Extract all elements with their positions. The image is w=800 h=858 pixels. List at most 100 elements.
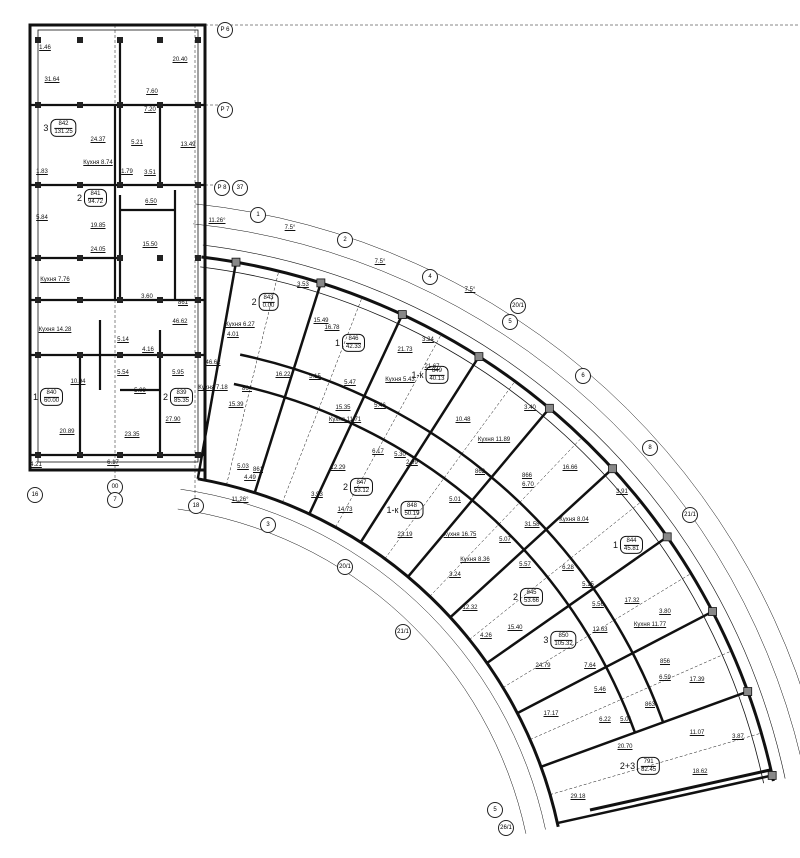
column [77,37,83,43]
grid-axis-marker: 2 [337,232,353,248]
room-area-label: 14.73 [337,507,353,513]
room-area-label: 2.99 [406,460,418,466]
room-area-label: 24.79 [535,663,551,669]
room-area-label: 4.21 [30,462,42,468]
room-area-label: Кухня 7.18 [198,385,228,391]
apartment-area: 82.45 [641,765,657,773]
apartment-rooms: 2+3 [619,761,636,771]
grid-axis-marker: P 7 [217,102,233,118]
apartment-area: 85.35 [174,396,190,404]
apartment-area: 94.72 [88,197,104,205]
room-area-label: 29.18 [570,794,586,800]
column [157,37,163,43]
room-area-label: 7.64 [584,663,596,669]
room-area-label: 15.50 [142,242,158,248]
column [157,255,163,261]
apartment-number: 847 [356,479,367,486]
column [157,452,163,458]
room-area-label: 46.62 [205,360,221,366]
apartment-number: 843 [263,294,274,301]
room-area-label: 862 [474,469,486,475]
grid-axis-marker: 16 [27,487,43,503]
column [77,352,83,358]
room-area-label: 11.07 [689,730,705,736]
inner-wall [197,477,560,828]
apartment-number: 841 [90,190,101,197]
column [743,687,753,696]
grid-axis-marker: 4 [422,269,438,285]
room-area-label: 15.39 [228,402,244,408]
party-wall [308,314,404,515]
room-area-label: 5.15 [309,374,321,380]
room-area-label: 5.30 [394,452,406,458]
corridor-wall [233,382,637,734]
apartment-rooms: 2 [342,482,348,492]
column [608,464,617,474]
room-area-label: 3.87 [732,734,744,740]
apartment-rooms: 3 [43,123,49,133]
room-area-label: 1.79 [121,169,133,175]
apartment-rooms: 1-к [386,505,399,515]
column [767,771,777,780]
room-area-label: 5.95 [172,370,184,376]
column [77,255,83,261]
room-area-label: 5.46 [374,403,386,409]
room-area-label: 866 [521,473,533,479]
room-area-label: Кухня 5.43 [385,377,415,383]
party-wall [359,355,480,543]
apartment-rooms: 1 [612,540,618,550]
room-area-label: 5.47 [344,380,356,386]
grid-line [469,501,642,640]
apartment-number: 846 [348,335,359,342]
room-area-label: Кухня 8.74 [83,160,113,166]
room-area-label: Кухня 6.27 [225,322,255,328]
column [157,297,163,303]
room-area-label: Кухня 11.89 [477,437,511,443]
end-wall [589,768,771,812]
room-area-label: 5.03 [237,464,249,470]
room-area-label: 3.51 [144,170,156,176]
party-wall [407,407,551,578]
room-area-label: 10.48 [455,417,471,423]
apartment-area: 0.00 [262,301,275,309]
grid-axis-marker: 6 [575,368,591,384]
grid-axis-marker: 26/1 [498,820,514,836]
room-area-label: 5.15 [582,582,594,588]
party-wall [449,467,614,619]
apartment-area: 40.13 [429,374,445,382]
column [316,278,326,288]
apartment-area: 105.32 [554,639,573,647]
room-area-label: 3.80 [659,609,671,615]
room-area-label: 11.26° [231,497,249,503]
column [195,352,201,358]
balcony-line [202,244,786,779]
room-area-label: 7.5° [284,225,296,231]
apartment-rooms: 1-к [411,370,424,380]
column [157,352,163,358]
room-area-label: 7.5° [374,259,386,265]
room-area-label: 864 [241,386,253,392]
column [35,452,41,458]
dimension-arc [195,203,800,685]
apartment-number: 844 [626,537,637,544]
room-area-label: 863 [644,702,656,708]
room-area-label: 4.26 [480,633,492,639]
room-area-label: 12.63 [592,627,608,633]
column [35,297,41,303]
apartment-rooms: 3 [543,635,549,645]
room-area-label: 3.24 [449,572,461,578]
room-area-label: 5.57 [519,562,531,568]
room-area-label: 17.39 [689,677,705,683]
room-area-label: 5.56 [592,602,604,608]
dimension-arc [177,508,527,834]
room-area-label: 46.62 [172,319,188,325]
column [195,37,201,43]
